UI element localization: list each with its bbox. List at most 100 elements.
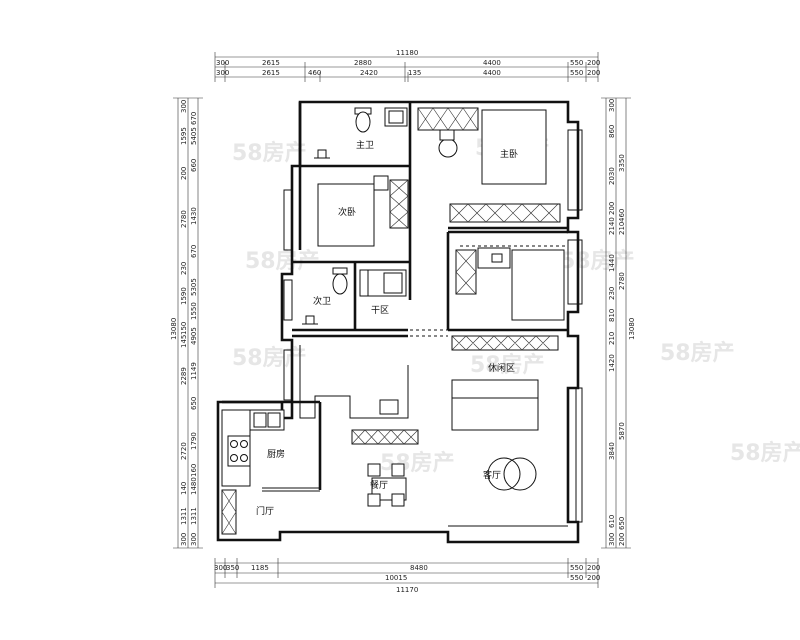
svg-text:58房产: 58房产 bbox=[232, 140, 307, 166]
dining-table bbox=[367, 463, 407, 507]
stove-icon bbox=[227, 435, 251, 467]
left-dim-24: 140 bbox=[180, 482, 188, 495]
floor-drain-icon-2 bbox=[302, 315, 318, 325]
bottom-dim-5: 550 bbox=[570, 564, 583, 572]
right-dim-11: 230 bbox=[608, 287, 616, 300]
right-dim-8: 210 bbox=[618, 222, 626, 235]
svg-text:58房产: 58房产 bbox=[470, 352, 545, 378]
left-dim-14: 4905 bbox=[190, 327, 198, 345]
right-dim-1: 300 bbox=[608, 99, 616, 112]
top-dim-1: 300 bbox=[216, 59, 229, 67]
room-label-foyer: 门厅 bbox=[256, 505, 274, 517]
bed-master bbox=[481, 109, 547, 185]
left-dim-16: 145 bbox=[180, 335, 188, 348]
room-label-master-bedroom: 主卧 bbox=[500, 148, 518, 160]
left-dim-3: 5405 bbox=[190, 127, 198, 145]
left-dim-26: 1311 bbox=[190, 507, 198, 525]
shoe-cabinet bbox=[221, 489, 237, 535]
svg-text:58房产: 58房产 bbox=[232, 345, 307, 371]
right-dim-16: 5870 bbox=[618, 422, 626, 440]
right-dim-6: 2140 bbox=[608, 217, 616, 235]
bottom-dim-3: 1185 bbox=[251, 564, 269, 572]
floor-drain-icon bbox=[314, 149, 330, 159]
top-dim-5: 550 bbox=[570, 59, 583, 67]
room-label-kitchen: 厨房 bbox=[267, 448, 285, 460]
left-dim-8: 1430 bbox=[190, 207, 198, 225]
wardrobe-master-bottom bbox=[449, 203, 561, 223]
left-dim-25: 1311 bbox=[180, 507, 188, 525]
room-label-dry-area: 干区 bbox=[371, 305, 389, 316]
left-dim-2: 1595 bbox=[180, 127, 188, 145]
door-openings bbox=[410, 245, 568, 337]
top-dim-r2-6: 4400 bbox=[483, 69, 501, 77]
left-dim-13: 1550 bbox=[190, 302, 198, 320]
toilet-icon-2 bbox=[332, 267, 348, 295]
sofa bbox=[451, 379, 539, 431]
left-dim-4: 670 bbox=[190, 112, 198, 125]
right-dim-20: 200 bbox=[618, 533, 626, 546]
right-dim-3: 2030 bbox=[608, 167, 616, 185]
left-dim-19: 650 bbox=[190, 397, 198, 410]
bottom-dim-r2-1: 10015 bbox=[385, 574, 407, 582]
interior-walls bbox=[222, 102, 568, 490]
top-dim-r2-5: 135 bbox=[408, 69, 421, 77]
left-dim-17: 2289 bbox=[180, 367, 188, 385]
room-partition-living bbox=[299, 345, 409, 419]
bottom-dim-r2-2: 550 bbox=[570, 574, 583, 582]
right-dim-17: 610 bbox=[608, 515, 616, 528]
bottom-dim-1: 300 bbox=[214, 564, 227, 572]
right-dim-15: 3840 bbox=[608, 442, 616, 460]
left-dim-28: 300 bbox=[190, 533, 198, 546]
svg-text:58房产: 58房产 bbox=[380, 450, 455, 476]
sink-icon-2 bbox=[359, 269, 407, 297]
bottom-dim-r2-3: 200 bbox=[587, 574, 600, 582]
bottom-dim-2: 350 bbox=[226, 564, 239, 572]
sink-icon bbox=[384, 107, 408, 127]
desk-third bbox=[477, 247, 511, 269]
right-dim-5: 200 bbox=[608, 202, 616, 215]
left-dimensions: 13080 300 1595 5405 670 200 660 2780 143… bbox=[170, 97, 203, 549]
left-dim-10: 230 bbox=[180, 262, 188, 275]
exterior-walls bbox=[216, 100, 583, 544]
left-dim-total: 13080 bbox=[170, 318, 178, 340]
left-dim-15: 150 bbox=[180, 322, 188, 335]
right-dim-18: 650 bbox=[618, 517, 626, 530]
left-dim-18: 1149 bbox=[190, 362, 198, 380]
right-dim-total: 13080 bbox=[628, 318, 636, 340]
left-dim-7: 2780 bbox=[180, 210, 188, 228]
room-label-second-bath: 次卫 bbox=[313, 295, 331, 307]
bed-second bbox=[317, 183, 375, 247]
right-dim-14: 1420 bbox=[608, 354, 616, 372]
top-dim-r2-8: 200 bbox=[587, 69, 600, 77]
svg-text:58房产: 58房产 bbox=[660, 340, 735, 366]
top-dim-3: 2880 bbox=[354, 59, 372, 67]
svg-text:58房产: 58房产 bbox=[730, 440, 800, 466]
left-dim-5: 200 bbox=[180, 167, 188, 180]
top-dim-r2-7: 550 bbox=[570, 69, 583, 77]
toilet-icon bbox=[354, 107, 372, 133]
top-dim-6: 200 bbox=[587, 59, 600, 67]
left-dim-21: 1790 bbox=[190, 432, 198, 450]
room-label-master-bath: 主卫 bbox=[356, 139, 374, 151]
room-label-second-bedroom: 次卧 bbox=[338, 206, 356, 218]
top-dim-r2-4: 2420 bbox=[360, 69, 378, 77]
round-stool-icon bbox=[438, 129, 458, 158]
top-dim-r2-3: 460 bbox=[308, 69, 321, 77]
nightstand bbox=[373, 175, 389, 191]
left-dim-22: 160 bbox=[190, 464, 198, 477]
left-dim-11: 1590 bbox=[180, 287, 188, 305]
top-dim-4: 4400 bbox=[483, 59, 501, 67]
right-dim-13: 210 bbox=[608, 332, 616, 345]
bottom-dim-6: 200 bbox=[587, 564, 600, 572]
right-dim-9: 1440 bbox=[608, 254, 616, 272]
top-dim-total: 11180 bbox=[396, 49, 418, 57]
bottom-dimensions: 300 350 1185 8480 550 200 10015 550 200 … bbox=[214, 558, 600, 594]
room-label-dining: 餐厅 bbox=[370, 479, 388, 491]
right-dim-7: 460 bbox=[618, 209, 626, 222]
bed-third bbox=[511, 249, 565, 321]
left-dim-23: 1480 bbox=[190, 477, 198, 495]
svg-text:58房产: 58房产 bbox=[560, 248, 635, 274]
counter-leisure bbox=[451, 335, 559, 351]
left-dim-20: 2720 bbox=[180, 442, 188, 460]
